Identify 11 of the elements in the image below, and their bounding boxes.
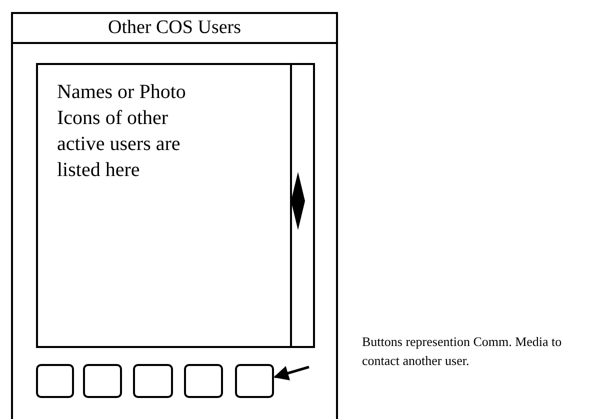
panel xyxy=(11,12,338,419)
arrow xyxy=(274,366,310,380)
note-text: Buttons represention Comm. Media to contact another user. xyxy=(362,333,563,370)
button xyxy=(83,364,122,398)
button xyxy=(36,364,74,398)
button xyxy=(133,364,173,398)
panel-title: Other COS Users xyxy=(13,14,336,44)
list-description: Names or Photo Icons of other active users are listed here xyxy=(57,80,187,183)
button xyxy=(235,364,274,398)
button xyxy=(184,364,223,398)
list-area xyxy=(36,63,315,348)
